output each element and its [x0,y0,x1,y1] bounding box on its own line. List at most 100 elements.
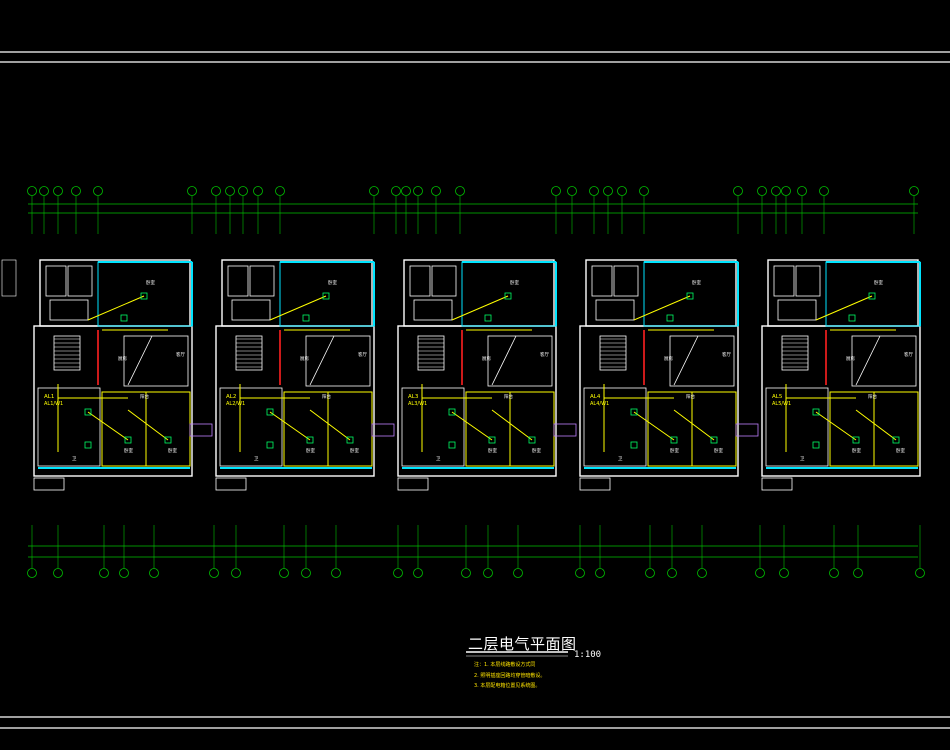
grid-bubble-top [617,186,627,196]
light-fixture [302,314,310,322]
room-label-bath: 卫 [618,456,623,462]
grid-bubble-top [275,186,285,196]
bedroom-upper-window [279,261,375,327]
grid-bubble-bottom [231,568,241,578]
grid-bubble-bottom [483,568,493,578]
room-label-living: 客厅 [358,351,367,358]
room-label-kitchen: 厨房 [846,355,855,362]
room-label-balcony: 阳台 [322,393,331,400]
hall-area [851,335,917,387]
service-room-1 [409,265,431,297]
staircase [53,335,81,371]
light-fixture [448,408,456,416]
grid-bubble-top [413,186,423,196]
room-label-kitchen: 厨房 [300,355,309,362]
grid-bubble-bottom [301,568,311,578]
grid-bubble-top [27,186,37,196]
grid-bubble-bottom [645,568,655,578]
light-fixture [848,314,856,322]
light-fixture [630,441,638,449]
entrance-stoop [215,477,247,491]
light-fixture [306,436,314,444]
light-fixture [266,441,274,449]
corridor-link [189,423,213,437]
grid-bubble-bottom [53,568,63,578]
light-fixture [812,408,820,416]
light-fixture [322,292,330,300]
room-label-balcony: 阳台 [140,393,149,400]
staircase [599,335,627,371]
service-room-2 [431,265,457,297]
service-room-3 [777,299,817,321]
wire [269,411,311,441]
light-fixture [670,436,678,444]
service-room-2 [249,265,275,297]
wire [269,295,327,321]
grid-bubble-top [733,186,743,196]
panel-circuit-label: AL4/W1 [590,401,609,407]
grid-bubble-top [909,186,919,196]
wiring [603,295,715,452]
grid-bubble-top [187,186,197,196]
wiring [57,295,169,452]
wire [633,295,691,321]
room-label-bedroom-a: 卧室 [510,279,519,286]
unit-plan-5: AL5AL5/W1卧室卧室卧室客厅厨房卫阳台 [761,259,921,491]
unit-upper-block [403,259,555,327]
light-fixture [488,436,496,444]
light-fixture [892,436,900,444]
grid-bubble-bottom [829,568,839,578]
service-room-1 [591,265,613,297]
service-room-3 [231,299,271,321]
light-fixture [686,292,694,300]
dimension-top [27,186,919,234]
light-fixture [448,441,456,449]
hall-area [305,335,371,387]
stair-outline [235,335,263,371]
panel-circuit-label: AL1/W1 [44,401,63,407]
wire [673,409,715,441]
grid-bubble-top [53,186,63,196]
room-label-living: 客厅 [176,351,185,358]
grid-bubble-bottom [413,568,423,578]
panel-circuit-label: AL3/W1 [408,401,427,407]
service-room-2 [67,265,93,297]
room-label-bedroom-b: 卧室 [852,447,861,454]
panel-label: AL1 [44,394,54,400]
room-label-bedroom-b: 卧室 [124,447,133,454]
service-room-2 [795,265,821,297]
wiring [239,295,351,452]
bedroom-upper-window [825,261,921,327]
grid-bubble-bottom [697,568,707,578]
staircase [235,335,263,371]
bedroom-upper-window [461,261,557,327]
grid-bubble-top [567,186,577,196]
stair-outline [417,335,445,371]
unit-plan-2: AL2AL2/W1卧室卧室卧室客厅厨房卫阳台 [215,259,395,491]
panel-circuit-label: AL5/W1 [772,401,791,407]
room-label-bedroom-b: 卧室 [306,447,315,454]
room-lower-left [401,387,465,467]
room-label-living: 客厅 [540,351,549,358]
unit-plan-4: AL4AL4/W1卧室卧室卧室客厅厨房卫阳台 [579,259,759,491]
room-label-bath: 卫 [800,456,805,462]
light-fixture [812,441,820,449]
unit-upper-block [39,259,191,327]
room-label-bath: 卫 [72,456,77,462]
grid-bubble-bottom [595,568,605,578]
hall-area [669,335,735,387]
light-fixture [140,292,148,300]
grid-bubble-bottom [779,568,789,578]
room-label-living: 客厅 [904,351,913,358]
staircase [417,335,445,371]
grid-bubble-bottom [667,568,677,578]
grid-bubble-top [225,186,235,196]
panel-label: AL5 [772,394,783,400]
light-fixture [630,408,638,416]
room-label-bedroom-c: 卧室 [714,447,723,454]
stair-outline [599,335,627,371]
stair-outline [781,335,809,371]
wiring [785,295,897,452]
room-label-bedroom-c: 卧室 [168,447,177,454]
stair-outline [53,335,81,371]
